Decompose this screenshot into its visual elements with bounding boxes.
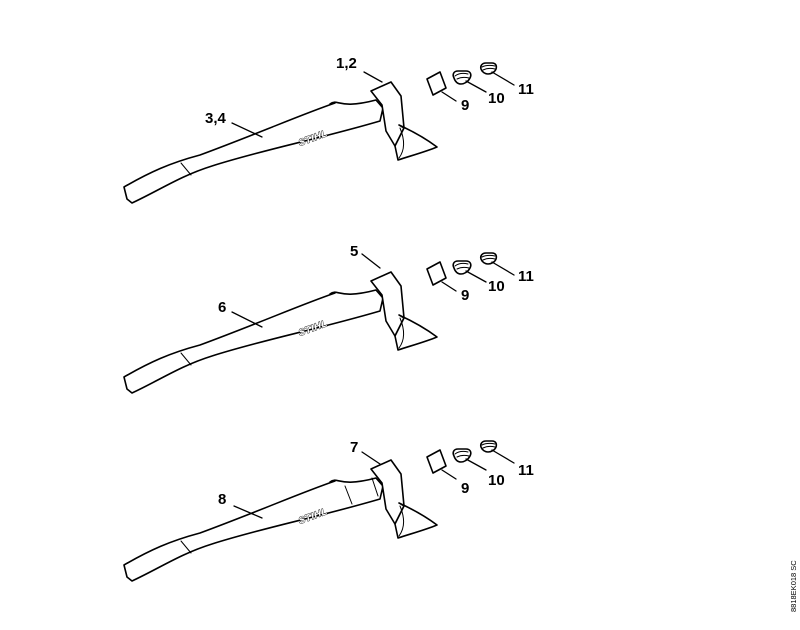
callout-handle-3: 8 [218,491,226,508]
axe-drawing-2 [123,271,438,394]
callout-head-3: 7 [350,439,358,456]
axe-assembly-1: STIHL 1,2 3,4 9 10 11 [123,55,534,204]
axe-drawing-3 [123,459,438,582]
callout-handle-1: 3,4 [205,110,227,127]
callout-wedge9-1: 9 [461,97,469,114]
wedge-part-9-a3 [426,449,447,474]
axe-drawing-1 [123,81,438,204]
callout-wedge10-3: 10 [488,472,505,489]
callout-wedge11-2: 11 [518,268,534,285]
wedge-part-11-a1 [479,62,498,75]
callout-wedge9-3: 9 [461,480,469,497]
axe-assembly-2: STIHL 5 6 9 10 11 [123,243,534,394]
axe-assembly-3: STIHL 7 8 9 10 11 [123,439,534,582]
callout-wedge11-3: 11 [518,462,534,479]
document-code: 8818EK018 SC [789,560,798,612]
wedge-part-11-a3 [479,440,498,453]
wedge-part-9-a2 [426,261,447,286]
wedge-part-11-a2 [479,252,498,265]
callout-wedge9-2: 9 [461,287,469,304]
callout-handle-2: 6 [218,299,226,316]
wedge-part-9-a1 [426,71,447,96]
callout-head-2: 5 [350,243,358,260]
callout-wedge11-1: 11 [518,81,534,98]
callout-wedge10-1: 10 [488,90,505,107]
callout-wedge10-2: 10 [488,278,505,295]
callout-head-1: 1,2 [336,55,357,72]
